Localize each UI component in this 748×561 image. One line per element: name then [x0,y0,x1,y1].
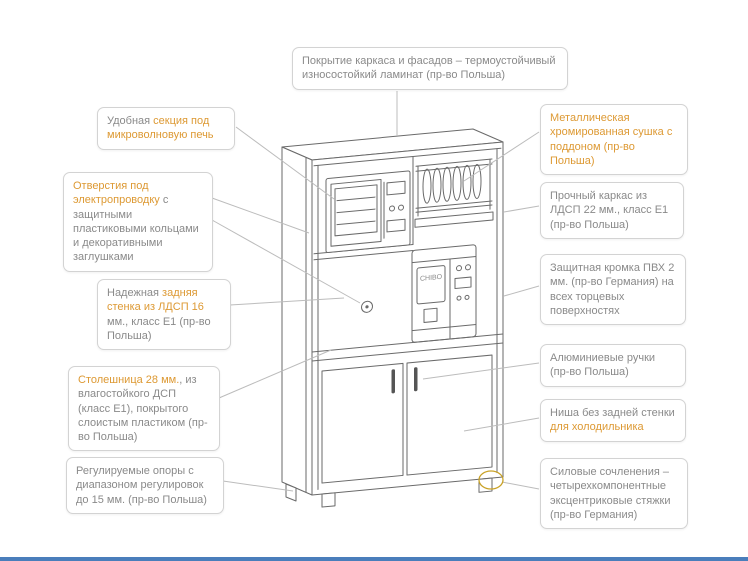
callout-text: , из влагостойкого ДСП (класс E1), покры… [78,374,208,444]
coffee-machine-drawing: CHIBO [411,244,477,343]
callout-text: мм., класс E1 (пр-во Польша) [107,315,211,342]
microwave-window [334,184,378,237]
cabinet-side-leg [285,483,297,502]
callout-text: Ниша без задней стенки [550,407,675,419]
callout-frame: Прочный каркас из ЛДСП 22 мм., класс E1 … [540,182,684,239]
doors-drawing [321,354,493,484]
callout-back-panel: Надежная задняя стенка из ЛДСП 16 мм., к… [97,279,231,351]
callout-text: Надежная [107,287,163,299]
callout-text: Удобная [107,115,154,127]
callout-countertop: Столешница 28 мм., из влагостойкого ДСП … [68,366,220,452]
callout-text-accent: Металлическая хромированная сушка с подд… [550,112,673,167]
left-door-handle [391,369,395,394]
coffee-cup [423,307,438,323]
cabinet-front-details: CHIBO [311,147,504,508]
callout-text-accent: Отверстия под электропроводку [73,180,160,207]
callout-text-accent: для холодильника [550,421,644,434]
microwave-display [386,180,406,196]
callout-laminate-coating: Покрытие каркаса и фасадов – термоустойч… [292,47,568,90]
callout-text: Прочный каркас из ЛДСП 22 мм., класс E1 … [550,190,669,231]
cabinet-front-left-leg [321,492,336,508]
coffee-machine-window [416,265,446,305]
right-door [406,354,493,476]
callout-text-accent: задняя стенка из ЛДСП 16 [107,287,204,314]
right-door-handle [414,367,418,392]
countertop-drawing [311,333,504,362]
callout-text: Алюминиевые ручки (пр-во Польша) [550,352,656,379]
callout-adjustable-feet: Регулируемые опоры с диапазоном регулиро… [66,457,224,514]
footer-accent-bar [0,557,748,561]
callout-text: Покрытие каркаса и фасадов – термоустойч… [302,55,556,82]
cabinet-left-side [281,146,313,496]
callout-pvc-edge: Защитная кромка ПВХ 2 мм. (пр-во Германи… [540,254,686,326]
callout-fridge-niche: Ниша без задней стенки для холодильника [540,399,686,442]
coffee-machine-brand: CHIBO [420,274,443,283]
callout-text: Защитная кромка ПВХ 2 мм. (пр-во Германи… [550,262,675,317]
callout-dish-dryer: Металлическая хромированная сушка с подд… [540,104,688,176]
joint-highlight-ellipse [478,470,504,490]
callout-text-accent: секция под микроволновую печь [107,115,214,142]
callout-text-accent: Столешница 28 мм. [78,374,180,386]
microwave-drawing [325,170,411,254]
callout-text: Регулируемые опоры с диапазоном регулиро… [76,465,207,506]
callout-handles: Алюминиевые ручки (пр-во Польша) [540,344,686,387]
dish-rack-drawing [414,158,494,228]
microwave-shelf-bottom [313,249,414,261]
dish-rack-tray [414,211,494,228]
connector-lines [211,91,540,492]
cable-hole-plug [361,300,373,313]
callout-text: Силовые сочленения – четырехкомпонентные… [550,466,671,521]
callout-microwave-section: Удобная секция под микроволновую печь [97,107,235,150]
callout-joints: Силовые сочленения – четырехкомпонентные… [540,458,688,530]
callout-wiring-holes: Отверстия под электропроводку с защитным… [63,172,213,272]
cabinet-drawing: CHIBO [281,128,504,508]
callout-text: с защитными пластиковыми кольцами и деко… [73,194,199,264]
left-door [321,362,404,484]
